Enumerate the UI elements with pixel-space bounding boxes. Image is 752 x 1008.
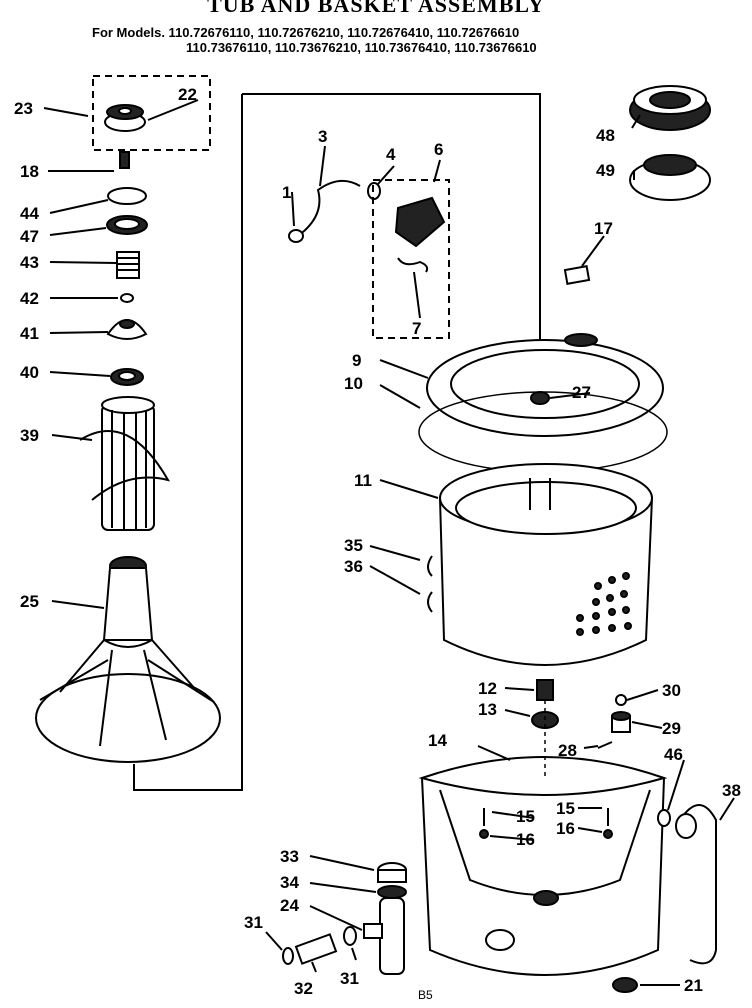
- label-47: 47: [20, 227, 39, 246]
- part-33-cap: [377, 862, 407, 883]
- part-47-seal-ring: [106, 215, 148, 235]
- part-24-pump-pipe: [363, 897, 405, 975]
- label-40: 40: [20, 363, 39, 382]
- part-44-washer: [107, 187, 147, 205]
- part-27-nut: [530, 391, 550, 405]
- part-12-nut: [536, 679, 554, 701]
- part-16-washer-left: [479, 829, 489, 839]
- label-1: 1: [282, 183, 291, 202]
- label-23: 23: [14, 99, 33, 118]
- part-17-pad: [563, 265, 591, 285]
- label-16-left: 16: [516, 830, 535, 849]
- part-11-basket: [438, 463, 654, 666]
- label-43: 43: [20, 253, 39, 272]
- label-10: 10: [344, 374, 363, 393]
- label-28: 28: [558, 741, 577, 760]
- diagram-title: TUB AND BASKET ASSEMBLY: [207, 0, 545, 17]
- part-14-outer-tub: [418, 756, 668, 976]
- model-line-1: For Models. 110.72676110, 110.72676210, …: [92, 25, 520, 40]
- part-38-drain-hose: [675, 804, 717, 965]
- basket-holes: [576, 572, 632, 636]
- label-11: 11: [354, 471, 372, 490]
- label-34: 34: [280, 873, 299, 892]
- label-27: 27: [572, 383, 591, 402]
- label-41: 41: [20, 324, 39, 343]
- part-32-hose: [294, 933, 338, 965]
- label-12: 12: [478, 679, 497, 698]
- label-9: 9: [352, 351, 361, 370]
- label-38: 38: [722, 781, 741, 800]
- part-30-clip: [615, 694, 627, 706]
- label-24: 24: [280, 896, 299, 915]
- label-15-left: 15: [516, 807, 535, 826]
- label-35: 35: [344, 536, 363, 555]
- label-49: 49: [596, 161, 615, 180]
- label-21: 21: [684, 976, 703, 995]
- part-42-clip: [120, 293, 134, 303]
- part-3-fill-hose: [288, 179, 361, 243]
- page-code: B5: [418, 988, 433, 1002]
- label-33: 33: [280, 847, 299, 866]
- label-25: 25: [20, 592, 39, 611]
- label-39: 39: [20, 426, 39, 445]
- part-7-nozzle-clip: [397, 257, 429, 273]
- label-46: 46: [664, 745, 683, 764]
- part-25-agitator-base: [35, 556, 221, 763]
- model-line-2: 110.73676110, 110.73676210, 110.73676410…: [186, 40, 537, 55]
- label-17: 17: [594, 219, 613, 238]
- part-6-nozzle: [394, 196, 446, 248]
- part-34-seal: [377, 885, 407, 899]
- part-41-cam: [106, 319, 148, 340]
- label-44: 44: [20, 204, 39, 223]
- part-36-clip: [427, 591, 433, 613]
- part-43-spring: [116, 251, 140, 279]
- label-3: 3: [318, 127, 327, 146]
- label-48: 48: [596, 126, 615, 145]
- leader-lines: [43, 99, 735, 986]
- nozzle-kit-box: [372, 179, 450, 339]
- part-48-balance-ring-top: [629, 85, 711, 131]
- label-4: 4: [386, 145, 396, 164]
- part-9-tub-ring: [426, 333, 664, 437]
- label-15-right: 15: [556, 799, 575, 818]
- assembly-guide-line: [242, 93, 541, 395]
- label-31-right: 31: [340, 969, 359, 988]
- label-22: 22: [178, 85, 197, 104]
- part-46-clamp: [657, 809, 671, 827]
- label-6: 6: [434, 140, 443, 159]
- label-13: 13: [478, 700, 497, 719]
- part-31-clamp-right: [343, 926, 357, 946]
- part-29-valve: [611, 711, 631, 733]
- label-7: 7: [412, 319, 421, 338]
- part-16-washer-right: [603, 829, 613, 839]
- part-31-clamp-left: [282, 947, 294, 965]
- label-32: 32: [294, 979, 313, 998]
- label-18: 18: [20, 162, 39, 181]
- label-31-left: 31: [244, 913, 263, 932]
- assembly-guide-line-left: [133, 94, 243, 791]
- part-18-bolt: [119, 151, 130, 169]
- part-40-bearing: [110, 368, 144, 386]
- part-28-screw: [597, 741, 613, 749]
- part-21-nut: [612, 977, 638, 993]
- part-35-clip: [427, 555, 433, 577]
- label-16-right: 16: [556, 819, 575, 838]
- part-49-balance-ring-base: [629, 154, 711, 201]
- model-list: For Models. 110.72676110, 110.72676210, …: [92, 25, 537, 55]
- part-39-agitator-barrel: [79, 396, 171, 531]
- label-30: 30: [662, 681, 681, 700]
- part-22-agitator-cap: [104, 104, 146, 132]
- label-36: 36: [344, 557, 363, 576]
- label-29: 29: [662, 719, 681, 738]
- label-42: 42: [20, 289, 39, 308]
- label-14: 14: [428, 731, 447, 750]
